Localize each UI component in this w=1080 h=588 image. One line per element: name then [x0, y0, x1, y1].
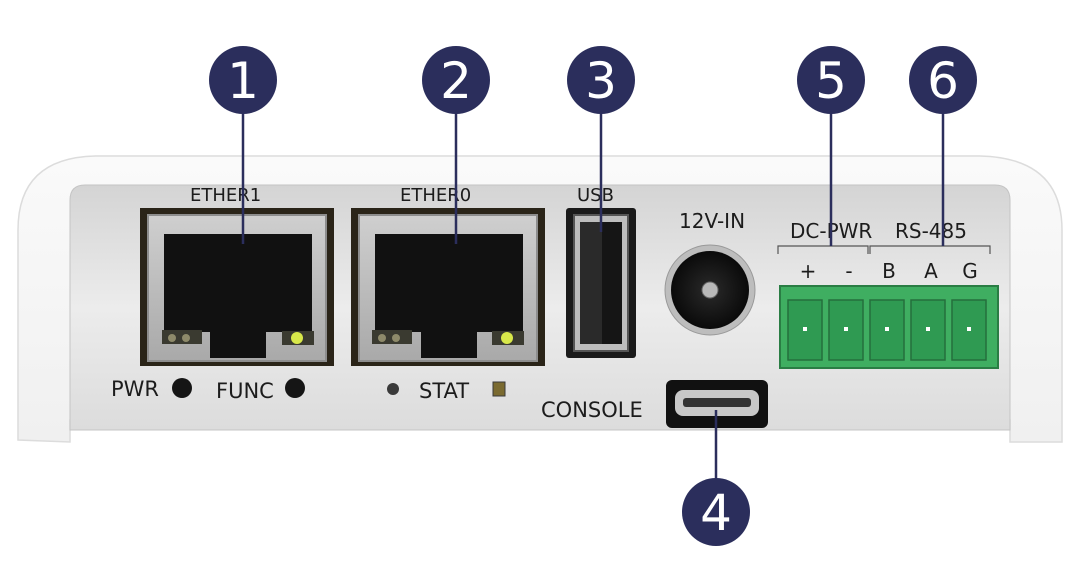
ether0-label: ETHER0	[400, 185, 471, 206]
callout-number: 2	[440, 52, 472, 110]
terminal-label: A	[924, 259, 938, 283]
callout-1: 1	[209, 46, 277, 114]
pwr-label: PWR	[111, 377, 159, 401]
callout-number: 3	[585, 52, 617, 110]
callout-6: 6	[909, 46, 977, 114]
callout-4: 4	[682, 478, 750, 546]
pwr-led	[172, 378, 192, 398]
stat-dot-led	[387, 383, 399, 395]
terminal-label: -	[845, 259, 852, 283]
usb-port	[566, 208, 636, 358]
console-port	[666, 380, 768, 428]
callout-2: 2	[422, 46, 490, 114]
ether0-port	[351, 208, 545, 366]
power-in-label: 12V-IN	[679, 209, 745, 233]
stat-label: STAT	[419, 379, 469, 403]
callout-number: 4	[700, 484, 732, 542]
ether1-label: ETHER1	[190, 185, 261, 206]
dc-pwr-bracket	[777, 245, 869, 254]
dc-power-jack	[664, 244, 756, 336]
rs485-bracket	[869, 245, 991, 254]
usb-label: USB	[577, 185, 614, 206]
terminal-label: G	[962, 259, 978, 283]
rs485-label: RS-485	[895, 219, 967, 243]
terminal-block	[779, 285, 999, 369]
callout-number: 5	[815, 52, 847, 110]
ether1-port	[140, 208, 334, 366]
ether0-link-led	[501, 332, 513, 344]
console-label: CONSOLE	[541, 398, 643, 422]
stat-led	[492, 381, 506, 397]
ether1-link-led	[291, 332, 303, 344]
terminal-label: +	[800, 259, 817, 283]
callout-number: 1	[227, 52, 259, 110]
callout-number: 6	[927, 52, 959, 110]
terminal-label: B	[882, 259, 896, 283]
callout-5: 5	[797, 46, 865, 114]
func-label: FUNC	[216, 379, 274, 403]
callout-3: 3	[567, 46, 635, 114]
func-button	[285, 378, 305, 398]
